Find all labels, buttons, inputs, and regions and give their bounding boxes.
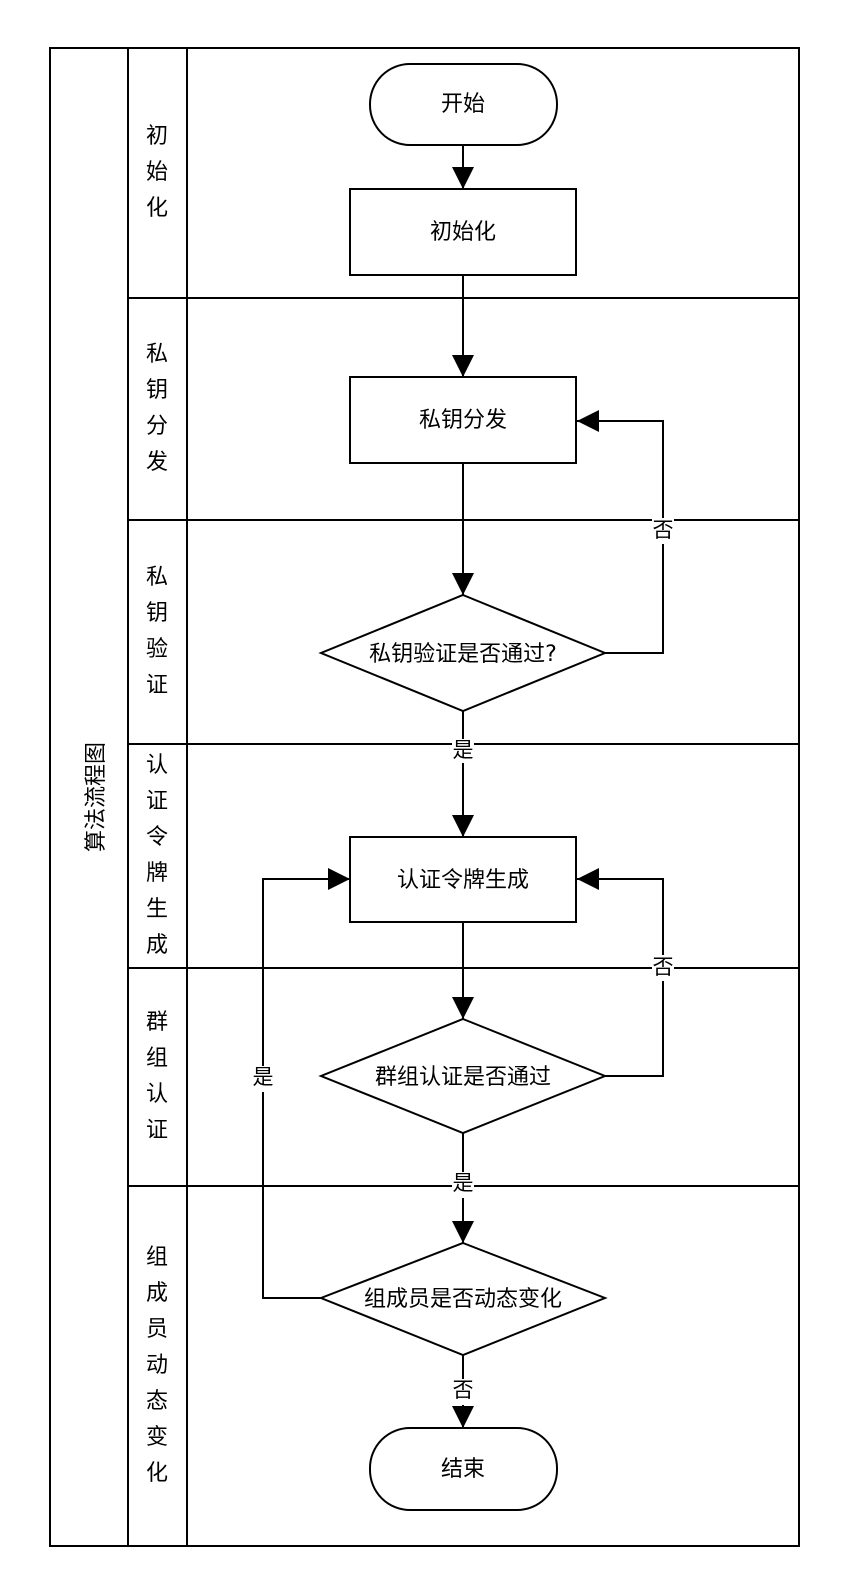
arrow-verify-no-loop <box>577 410 664 654</box>
member-change-yes-label: 是 <box>253 1065 274 1089</box>
lane-label-member-dynamics: 组成员动态变化 <box>146 1245 168 1486</box>
key-verify-label: 私钥验证是否通过? <box>369 642 557 667</box>
edge-labels: 否 是 否 是 是 否 <box>252 518 674 1405</box>
token-generation-process <box>349 836 577 923</box>
nodes: 开始 初始化 私钥分发 私钥验证是否通过? 认证令牌生成 群组认证是否通过 组成… <box>318 63 608 1511</box>
key-verify-yes-label: 是 <box>453 738 474 762</box>
connectors <box>262 145 664 1428</box>
key-verify-no-label: 否 <box>653 518 674 542</box>
token-generation-label: 认证令牌生成 <box>397 868 529 893</box>
init-process <box>349 188 577 276</box>
swimlane-frame <box>49 47 800 1547</box>
group-auth-no-label: 否 <box>653 955 674 979</box>
arrow-groupauth-no-loop <box>577 868 664 1077</box>
group-auth-decision <box>318 1017 608 1135</box>
key-distribution-label: 私钥分发 <box>419 408 507 433</box>
outer-border <box>49 47 800 1547</box>
group-auth-label: 群组认证是否通过 <box>375 1065 551 1090</box>
lane-label-key-distribution: 私钥分发 <box>146 342 168 475</box>
lane-label-init: 初始化 <box>146 124 168 221</box>
diagram-title: 算法流程图 <box>84 742 109 852</box>
member-change-no-label: 否 <box>453 1378 474 1402</box>
key-verify-decision <box>318 593 608 713</box>
start-terminal <box>369 63 558 146</box>
lane-label-token-generation: 认证令牌生成 <box>146 753 168 958</box>
group-auth-yes-label: 是 <box>453 1171 474 1195</box>
member-change-label: 组成员是否动态变化 <box>364 1287 562 1312</box>
end-terminal <box>369 1427 558 1511</box>
lane-label-key-verification: 私钥验证 <box>146 565 168 698</box>
key-distribution-process <box>349 376 577 464</box>
init-label: 初始化 <box>430 220 496 245</box>
lane-label-group-auth: 群组认证 <box>146 1010 168 1143</box>
arrow-dynamic-yes-loop <box>262 868 350 1299</box>
lane-labels: 初始化 私钥分发 私钥验证 认证令牌生成 群组认证 组成员动态变化 <box>146 124 168 1486</box>
end-label: 结束 <box>441 1457 485 1482</box>
start-label: 开始 <box>441 92 485 117</box>
member-change-decision <box>318 1241 608 1357</box>
